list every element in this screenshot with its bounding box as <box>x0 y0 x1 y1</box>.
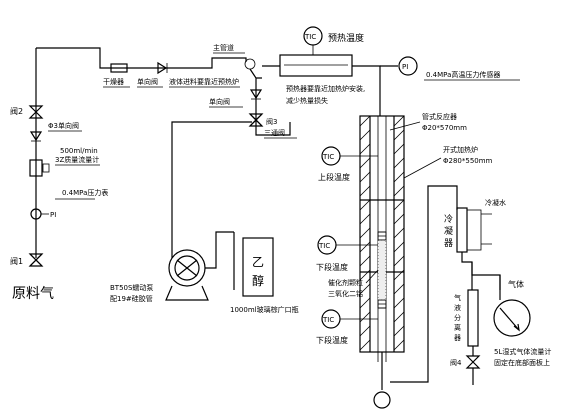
valve-4-label: 阀4 <box>450 358 462 367</box>
split-furnace-size: Φ280*550mm <box>443 157 493 165</box>
split-furnace-label: 开式加热炉 <box>443 145 478 154</box>
tic-lower-2-symbol: TIC <box>322 316 334 324</box>
wet-gas-meter-label-1: 5L湿式气体流量计 <box>494 347 551 356</box>
preheater <box>262 54 398 116</box>
pressure-gauge-left: PI <box>30 208 56 220</box>
preheater-note-1: 预热器要靠近加热炉安装, <box>286 84 365 93</box>
pressure-sensor-right-label: 0.4MPa高温压力传感器 <box>426 70 500 79</box>
tube-reactor-label: 管式反应器 <box>422 112 457 121</box>
tube-reactor-size: Φ20*570mm <box>422 124 467 132</box>
valve-2-label: 阀2 <box>10 107 23 116</box>
mass-flowmeter <box>29 159 50 177</box>
pressure-sensor-right: PI <box>398 56 418 76</box>
tic-upper: TIC <box>321 146 378 166</box>
main-pipe-label: 主管道 <box>213 43 234 52</box>
preheater-note-2: 减少热量损失 <box>286 96 328 105</box>
split-furnace <box>359 115 405 353</box>
tic-preheat-symbol: TIC <box>304 33 316 41</box>
mass-flowmeter-label: 3Z质量流量计 <box>55 155 99 164</box>
pressure-gauge-left-label: 0.4MPa压力表 <box>62 188 108 197</box>
tic-lower-1-symbol: TIC <box>318 242 330 250</box>
check-valve-mid <box>249 89 263 100</box>
outlet-line <box>390 185 458 383</box>
condenser-label: 冷 凝 器 <box>444 213 453 249</box>
tic-preheat: TIC <box>303 26 323 55</box>
three-way-valve-label: 三通阀 <box>264 128 285 137</box>
upper-temp-label: 上段温度 <box>318 172 350 182</box>
gas-liquid-separator-label: 气 液 分 离 器 <box>454 293 461 342</box>
pi-symbol-left: PI <box>50 211 56 219</box>
check-valve-mid-label: 单向阀 <box>209 97 230 106</box>
gas-liquid-separator <box>467 289 479 347</box>
condenser-to-separator <box>461 252 501 290</box>
raw-gas-label: 原料气 <box>12 286 54 302</box>
valve-1[interactable] <box>28 253 44 267</box>
svg-text:器: 器 <box>444 238 453 249</box>
condenser <box>456 207 492 253</box>
wet-gas-meter-label-2: 固定在底部面板上 <box>494 358 550 367</box>
check-valve-top <box>157 61 168 75</box>
svg-text:液: 液 <box>454 303 461 312</box>
pump-label-2: 配19#硅胶管 <box>110 294 153 303</box>
catalyst-label-1: 催化剂颗粒 <box>328 278 363 287</box>
tic-lower-1: TIC <box>317 235 378 255</box>
catalyst-label-2: 三氧化二铝 <box>328 289 363 298</box>
valve-4[interactable] <box>465 346 481 385</box>
furnace-hatch <box>359 115 405 351</box>
reactor-outlet <box>373 352 391 409</box>
phi3-check-valve-label: Φ3单向阀 <box>48 121 79 130</box>
phi3-check-valve <box>29 131 43 142</box>
dryer-label: 干燥器 <box>103 77 124 86</box>
valve-2[interactable] <box>28 105 44 119</box>
ethanol-bottle <box>233 232 274 297</box>
check-valve-top-label: 单向阀 <box>137 77 158 86</box>
pump-label-1: BT50S蠕动泵 <box>110 283 153 292</box>
pi-symbol-right: PI <box>402 63 408 71</box>
svg-text:气: 气 <box>454 293 461 302</box>
valve-1-label: 阀1 <box>10 257 23 266</box>
bottle-label: 1000ml玻璃棕广口瓶 <box>230 305 299 314</box>
cooling-water-label: 冷凝水 <box>485 198 506 207</box>
svg-text:冷: 冷 <box>444 213 453 225</box>
tic-upper-symbol: TIC <box>322 153 334 161</box>
valve-3-label: 阀3 <box>266 117 277 126</box>
ethanol-char-1: 乙 <box>252 255 264 269</box>
lower-temp-label-1: 下段温度 <box>316 262 348 272</box>
mass-flowmeter-range: 500ml/min <box>60 147 98 155</box>
dryer <box>110 63 128 73</box>
ethanol-char-2: 醇 <box>252 273 264 288</box>
lower-temp-label-2: 下段温度 <box>316 335 348 345</box>
preheat-temp-label: 预热温度 <box>328 32 364 44</box>
valve-3[interactable] <box>248 113 264 127</box>
svg-text:分: 分 <box>454 313 461 322</box>
gas-out-label: 气体 <box>508 279 524 289</box>
svg-text:凝: 凝 <box>444 226 453 237</box>
peristaltic-pump <box>165 231 234 301</box>
wet-gas-meter <box>493 275 531 337</box>
tube-reactor <box>377 116 387 362</box>
tic-lower-2: TIC <box>321 309 378 329</box>
svg-text:离: 离 <box>454 323 461 332</box>
feed-line <box>35 47 247 258</box>
junction-top <box>244 58 262 94</box>
svg-text:器: 器 <box>454 334 461 342</box>
liquid-feed-note: 液体进料要靠近预热炉 <box>169 77 239 86</box>
